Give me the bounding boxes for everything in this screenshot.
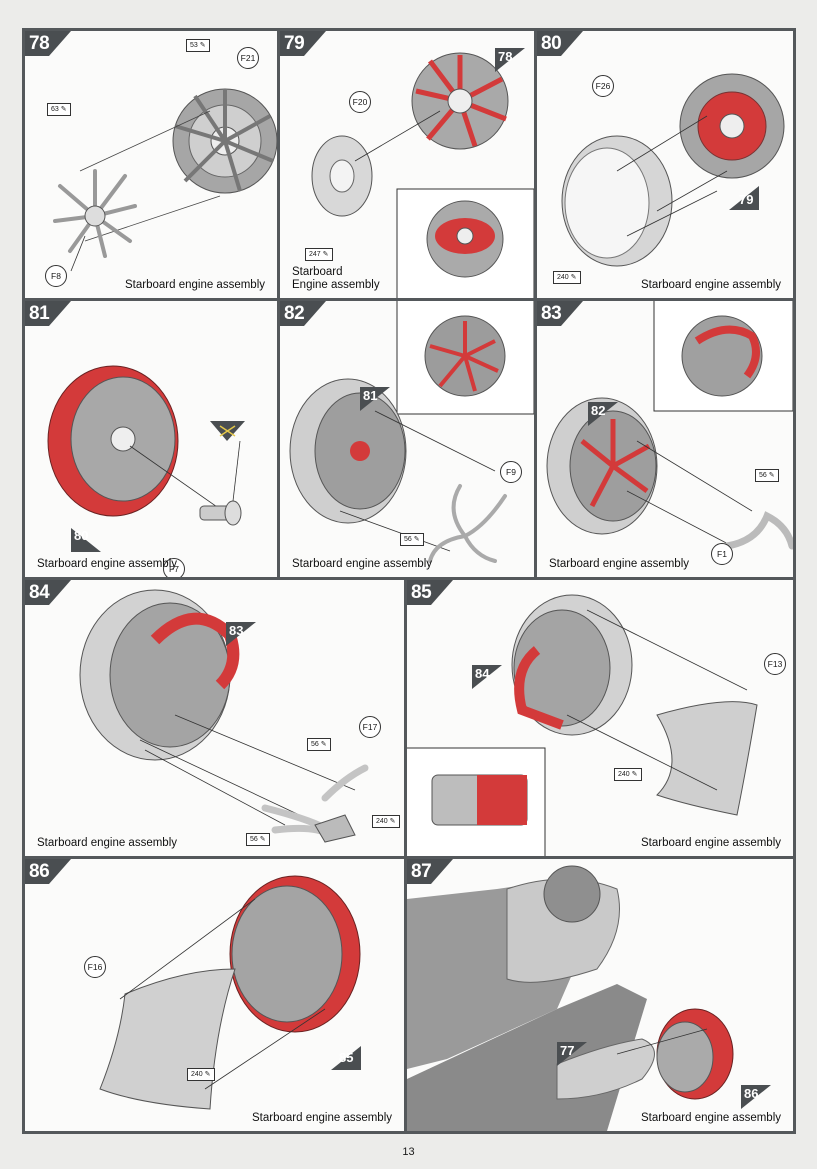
- engine-illustration: [79, 589, 369, 843]
- engine-illustration: [407, 594, 758, 856]
- step-caption: Starboard engine assembly: [125, 279, 265, 291]
- paint-code: 240 ✎: [187, 1068, 215, 1081]
- engine-illustration: [561, 73, 785, 267]
- paint-number: 56: [250, 836, 258, 843]
- paint-number: 247: [309, 251, 321, 258]
- reference-step-marker: 83: [226, 622, 256, 651]
- reference-step-marker: 84: [472, 665, 502, 694]
- step-86-panel: 86 85 F16 240 ✎ Starboard engine assembl…: [25, 859, 404, 1131]
- step-caption: Starboard Engine assembly: [292, 266, 380, 292]
- step-83-panel: 83 82 F1 56 ✎ Starboard engine assembly: [537, 301, 793, 577]
- reference-step-marker: 82: [588, 402, 618, 431]
- engine-illustration: [47, 365, 245, 526]
- part-callout: F26: [592, 75, 614, 97]
- paint-number: 56: [311, 741, 319, 748]
- reference-step-marker: 80: [71, 528, 101, 557]
- step-caption: Starboard engine assembly: [549, 558, 689, 570]
- step-81-panel: 81 80 F7 Starboard engine assembly: [25, 301, 277, 577]
- part-callout: F1: [711, 543, 733, 565]
- engine-illustration: [53, 88, 277, 272]
- caption-line: Starboard: [292, 266, 343, 278]
- step-caption: Starboard engine assembly: [641, 837, 781, 849]
- paint-code: 240 ✎: [553, 271, 581, 284]
- step-caption: Starboard engine assembly: [641, 1112, 781, 1124]
- paint-number: 56: [759, 472, 767, 479]
- reference-step-marker: 86: [741, 1085, 771, 1114]
- paint-code: 63 ✎: [47, 103, 71, 116]
- paint-code: 56 ✎: [755, 469, 779, 482]
- step-82-panel: 82 81 F9 56 ✎ Starboard engine assembly: [280, 301, 534, 577]
- step-caption: Starboard engine assembly: [37, 837, 177, 849]
- paint-number: 56: [404, 536, 412, 543]
- part-callout: F8: [45, 265, 67, 287]
- caption-line: Engine assembly: [292, 279, 380, 291]
- step-caption: Starboard engine assembly: [292, 558, 432, 570]
- reference-step-marker: 77: [557, 1042, 587, 1071]
- paint-number: 63: [51, 106, 59, 113]
- part-callout: F17: [359, 716, 381, 738]
- engine-illustration: [99, 875, 361, 1110]
- paint-code: 240 ✎: [614, 768, 642, 781]
- reference-step-marker: 79: [729, 186, 759, 215]
- step-85-panel: 85 84 F13 240 ✎ Starboard engine assembl…: [407, 580, 793, 856]
- part-callout: F9: [500, 461, 522, 483]
- engine-illustration: [289, 301, 534, 563]
- step-79-panel: 79 78 F20 247 ✎ Starboard Engine assembl…: [280, 31, 534, 298]
- step-80-panel: 80 79 F26 240 ✎ Starboard engine assembl…: [537, 31, 793, 298]
- paint-code: 53 ✎: [186, 39, 210, 52]
- paint-number: 240: [618, 771, 630, 778]
- aircraft-illustration: [407, 865, 734, 1131]
- paint-number: 240: [557, 274, 569, 281]
- paint-code: 56 ✎: [307, 738, 331, 751]
- step-84-panel: 84 83 F17 56 ✎ 240 ✎ 56 ✎ Starboard engi…: [25, 580, 404, 856]
- step-caption: Starboard engine assembly: [641, 279, 781, 291]
- reference-step-marker: 78: [495, 48, 525, 77]
- paint-code: 56 ✎: [246, 833, 270, 846]
- paint-code: 56 ✎: [400, 533, 424, 546]
- engine-illustration: [546, 301, 793, 550]
- engine-illustration: [311, 52, 534, 298]
- part-callout: F16: [84, 956, 106, 978]
- paint-code: 247 ✎: [305, 248, 333, 261]
- page-number: 13: [402, 1146, 415, 1158]
- part-callout: F20: [349, 91, 371, 113]
- instruction-sheet: 78 F21 F8 53 ✎ 6: [22, 28, 796, 1134]
- paint-number: 240: [191, 1071, 203, 1078]
- part-callout: F21: [237, 47, 259, 69]
- reference-step-marker: 85: [331, 1046, 361, 1075]
- paint-number: 53: [190, 42, 198, 49]
- paint-code: 240 ✎: [372, 815, 400, 828]
- paint-number: 240: [376, 818, 388, 825]
- step-caption: Starboard engine assembly: [252, 1112, 392, 1124]
- step-87-panel: 87 77 86 Starboard engine assembly: [407, 859, 793, 1131]
- part-callout: F7: [163, 558, 185, 577]
- part-callout: F13: [764, 653, 786, 675]
- reference-step-marker: 81: [360, 387, 390, 416]
- step-78-panel: 78 F21 F8 53 ✎ 6: [25, 31, 277, 298]
- step-caption: Starboard engine assembly: [37, 558, 177, 570]
